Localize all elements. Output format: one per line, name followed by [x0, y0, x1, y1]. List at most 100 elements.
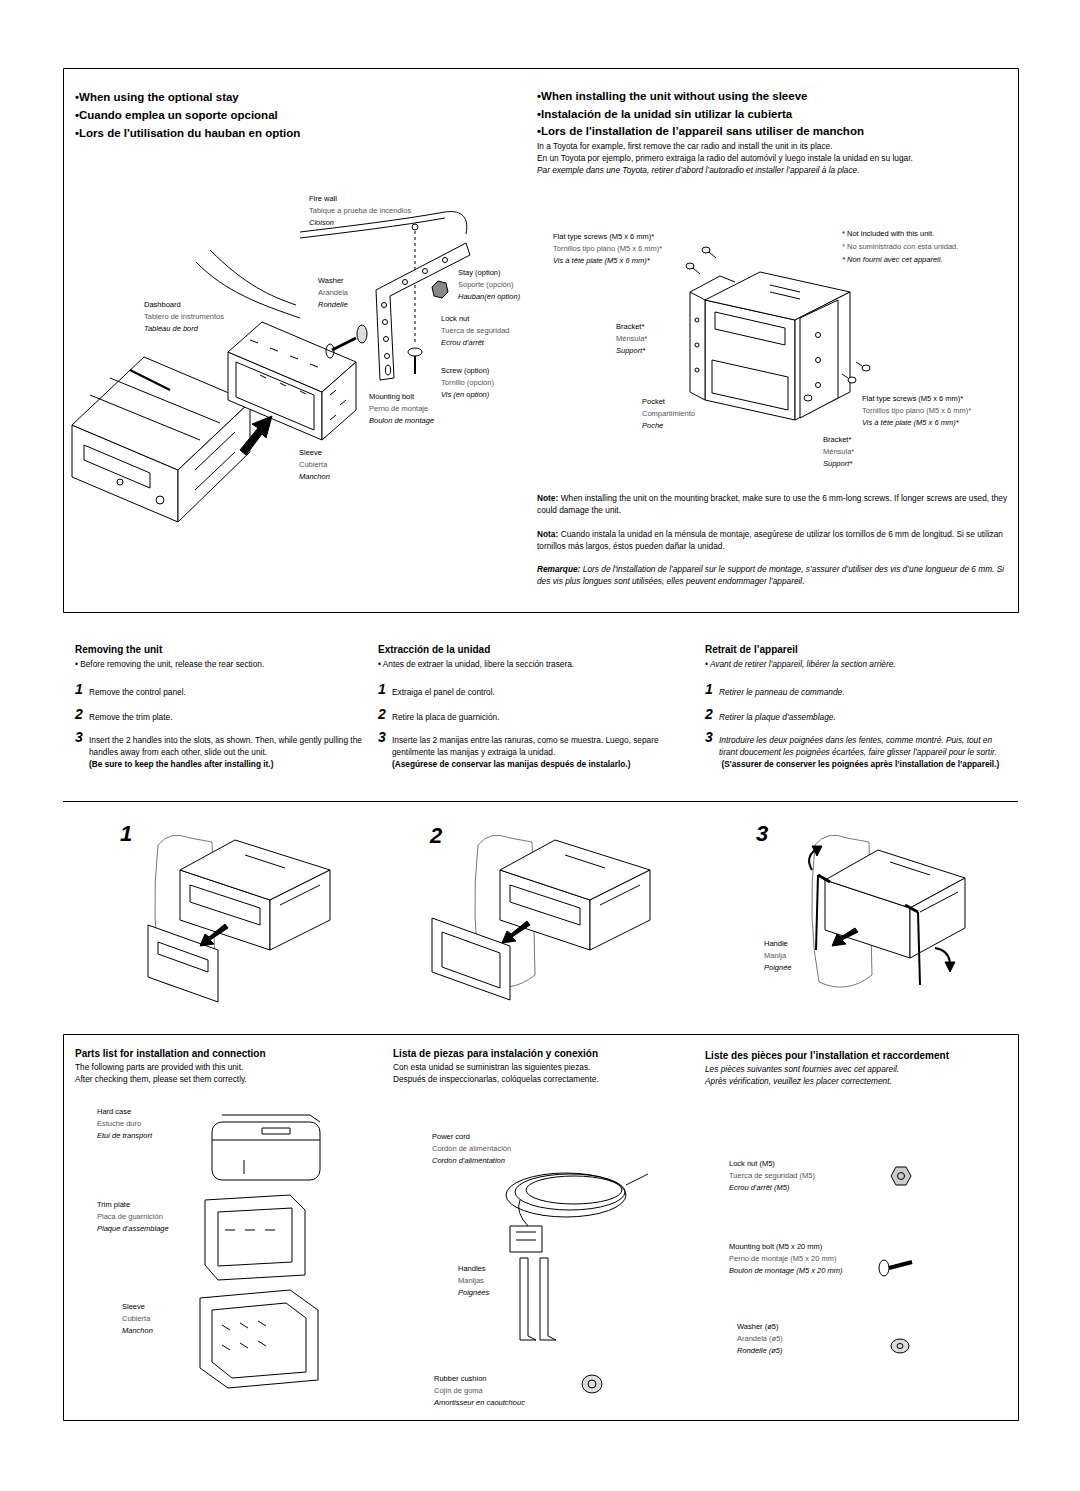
- text-group: Remove the trim plate.: [89, 711, 364, 723]
- label: (Asegúrese de conservar las manijas desp…: [392, 759, 630, 769]
- text-line: Cubierta: [122, 1313, 197, 1325]
- text-group: Lista de piezas para instalación y conex…: [393, 1047, 698, 1085]
- text-line: In a Toyota for example, first remove th…: [537, 140, 1012, 152]
- text-line: Cloison: [309, 217, 479, 229]
- text-group: SleeveCubiertaManchon: [299, 447, 359, 483]
- label: Remove the trim plate.: [89, 712, 172, 722]
- label: Tableau de bord: [144, 324, 198, 333]
- step-number: 2: [378, 706, 386, 722]
- text-line: Support*: [823, 458, 883, 470]
- text-line: 2: [378, 706, 392, 722]
- text-line: Soporte (opción): [458, 279, 548, 291]
- text-line: Flat type screws (M5 x 6 mm)*: [553, 231, 703, 243]
- text-line: Screw (option): [441, 365, 531, 377]
- label: Vis à tête plate (M5 x 6 mm)*: [553, 256, 650, 265]
- text-line: Parts list for installation and connecti…: [75, 1047, 380, 1061]
- label: Con esta unidad se suministran las sigui…: [393, 1062, 590, 1072]
- text-line: Retire la placa de guarnición.: [392, 711, 677, 723]
- label: Boulon de montage (M5 x 20 mm): [729, 1266, 842, 1275]
- text-line: Etui de transport: [97, 1130, 207, 1142]
- label: (Be sure to keep the handles after insta…: [89, 759, 273, 769]
- label: Retire la placa de guarnición.: [392, 712, 499, 722]
- label: Introduire les deux poignées dans les fe…: [719, 735, 997, 757]
- text-line: The following parts are provided with th…: [75, 1061, 380, 1073]
- label: •When installing the unit without using …: [537, 90, 807, 102]
- text-group: * Not included with this unit.* No sumin…: [842, 227, 1012, 266]
- text-line: Con esta unidad se suministran las sigui…: [393, 1061, 698, 1073]
- text-group: Bracket*Ménsula*Support*: [823, 434, 883, 470]
- label: Remove the control panel.: [89, 687, 186, 697]
- text-group: Introduire les deux poignées dans les fe…: [719, 734, 1009, 770]
- label: Hard case: [97, 1107, 131, 1116]
- text-group: HandlesManijasPoignées: [458, 1263, 518, 1299]
- text-line: Vis à tête plate (M5 x 6 mm)*: [862, 417, 1012, 429]
- label: Ménsula*: [823, 447, 854, 456]
- label: Nota:: [537, 529, 558, 539]
- label: Lock nut: [441, 314, 469, 323]
- text-line: Amortisseur en caoutchouc: [434, 1397, 554, 1409]
- label: After checking them, please set them cor…: [75, 1074, 247, 1084]
- label: • Antes de extraer la unidad, libere la …: [378, 659, 574, 669]
- label: Pocket: [642, 397, 665, 406]
- text-line: Insert the 2 handles into the slots, as …: [89, 734, 364, 758]
- text-group: Retrait de l’appareil• Avant de retirer …: [705, 643, 1010, 671]
- label: •Lors de l'installation de l’appareil sa…: [537, 125, 864, 137]
- text-group: Trim platePlaca de guarniciónPlaque d’as…: [97, 1199, 202, 1235]
- label: Manijas: [458, 1276, 484, 1285]
- label: Compartimiento: [642, 409, 695, 418]
- text-line: Support*: [616, 345, 676, 357]
- label: Après vérification, veuillez les placer …: [705, 1076, 892, 1086]
- text-line: • Antes de extraer la unidad, libere la …: [378, 657, 678, 671]
- label: Vis à tête plate (M5 x 6 mm)*: [862, 418, 959, 427]
- label: Manchon: [122, 1326, 153, 1335]
- label: Flat type screws (M5 x 6 mm)*: [553, 232, 654, 241]
- text-group: Washer (ø5)Arandela (ø5)Rondelle (ø5): [737, 1321, 877, 1357]
- label: Manchon: [299, 472, 330, 481]
- text-group: 3: [705, 729, 719, 745]
- text-group: Extraiga el panel de control.: [392, 686, 677, 698]
- text-group: HandleManijaPoignée: [764, 938, 824, 974]
- text-line: Ecrou d’arrêt (M5): [729, 1182, 879, 1194]
- text-group: 2: [430, 824, 460, 848]
- text-line: Vis (en option): [441, 389, 531, 401]
- text-line: Tornillos tipo plano (M5 x 6 mm)*: [862, 405, 1012, 417]
- text-line: Perno de montaje (M5 x 20 mm): [729, 1253, 874, 1265]
- text-line: Compartimiento: [642, 408, 704, 420]
- label: Ecrou d’arrêt: [441, 338, 484, 347]
- text-line: Perno de montaje: [369, 403, 444, 415]
- text-line: Mounting bolt (M5 x 20 mm): [729, 1241, 874, 1253]
- text-line: 3: [378, 729, 392, 745]
- text-group: Flat type screws (M5 x 6 mm)*Tornillos t…: [862, 393, 1012, 429]
- text-line: •Instalación de la unidad sin utilizar l…: [537, 106, 1015, 124]
- text-line: 1: [120, 822, 150, 846]
- text-line: Tuerca de seguridad (M5): [729, 1170, 879, 1182]
- text-line: Pocket: [642, 396, 704, 408]
- label: • Avant de retirer l’appareil, libérer l…: [705, 659, 896, 669]
- text-group: 2: [378, 706, 392, 722]
- label: En un Toyota por ejemplo, primero extrai…: [537, 153, 913, 163]
- label: Parts list for installation and connecti…: [75, 1048, 266, 1059]
- label: Boulon de montage: [369, 416, 434, 425]
- text-group: 2: [75, 706, 89, 722]
- text-line: Handle: [764, 938, 824, 950]
- label: Removing the unit: [75, 644, 162, 655]
- label: Cubierta: [299, 460, 327, 469]
- text-line: Flat type screws (M5 x 6 mm)*: [862, 393, 1012, 405]
- text-group: •When installing the unit without using …: [537, 88, 1015, 141]
- text-line: Retirer le panneau de commande.: [719, 686, 1009, 698]
- text-line: • Avant de retirer l’appareil, libérer l…: [705, 657, 1010, 671]
- label: Manija: [764, 951, 786, 960]
- label: Sleeve: [122, 1302, 145, 1311]
- label: Retirer le panneau de commande.: [719, 687, 844, 697]
- step-number: 1: [378, 681, 386, 697]
- label: Tornillos tipo plano (M5 x 6 mm)*: [862, 406, 971, 415]
- text-group: Inserte las 2 manijas entre las ranuras,…: [392, 734, 677, 770]
- label: Cojín de goma: [434, 1386, 483, 1395]
- text-line: 1: [378, 681, 392, 697]
- text-line: •Lors de l'utilisation du hauban en opti…: [75, 124, 515, 142]
- label: Bracket*: [616, 322, 644, 331]
- label: Handle: [764, 939, 788, 948]
- text-line: Tuerca de seguridad: [441, 325, 541, 337]
- text-group: 1: [120, 822, 150, 846]
